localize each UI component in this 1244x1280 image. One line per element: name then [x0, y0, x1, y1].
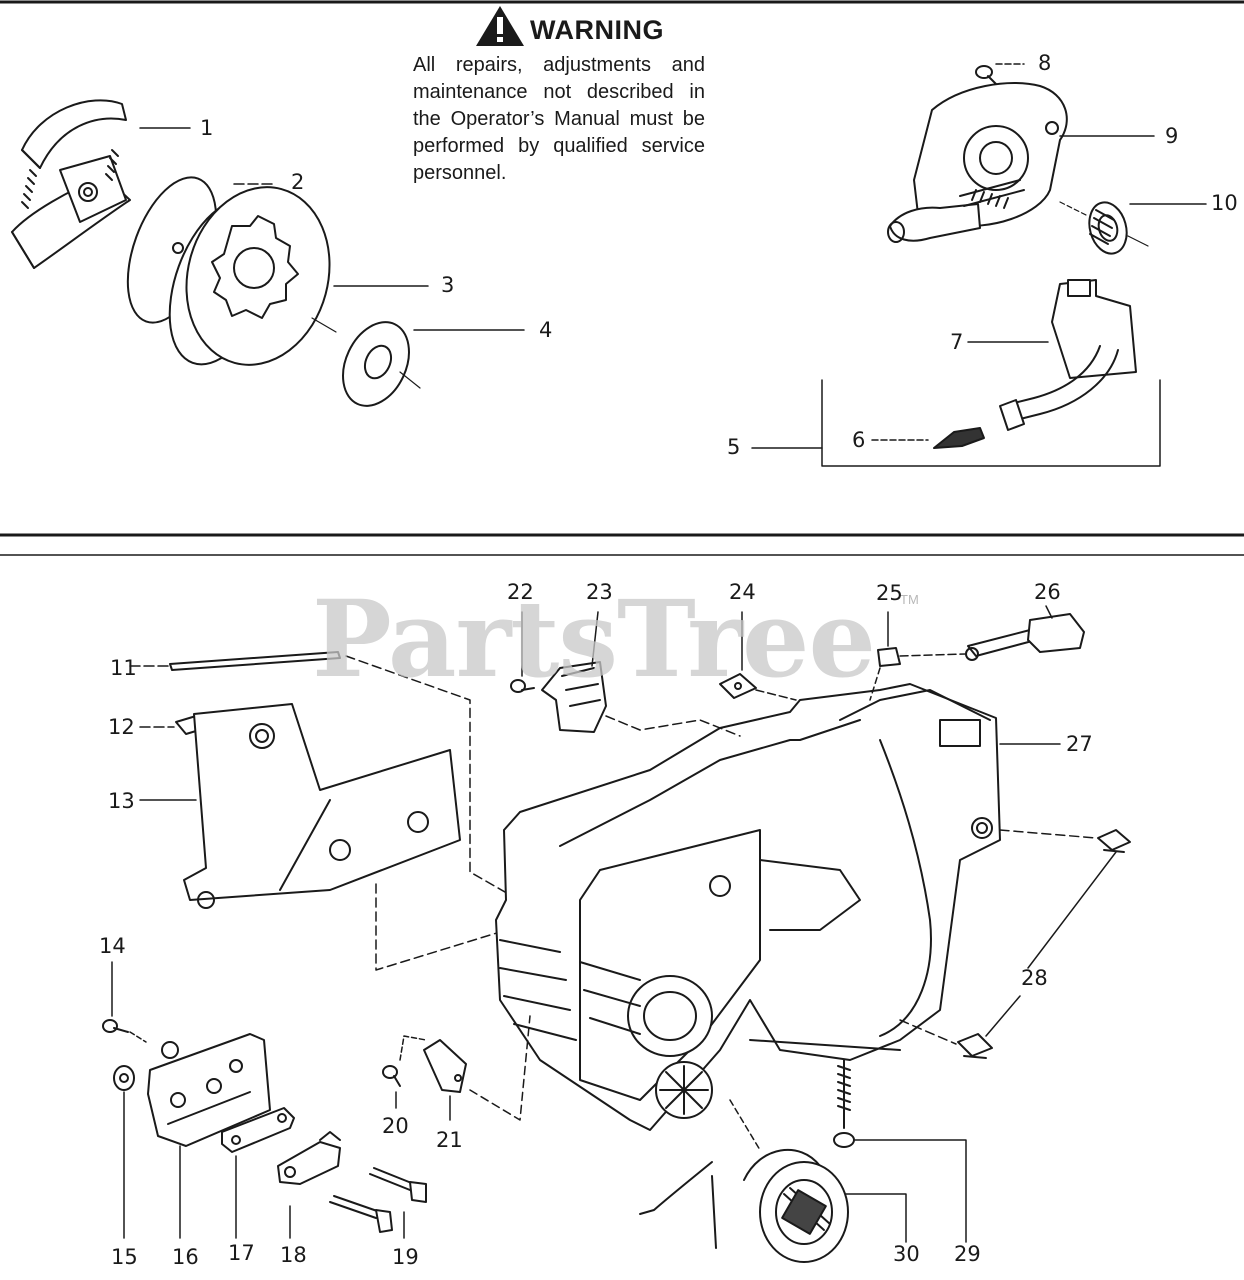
callout-2: 2 [291, 170, 305, 194]
callout-22: 22 [507, 580, 534, 604]
callout-16: 16 [172, 1245, 199, 1269]
callout-13: 13 [108, 789, 135, 813]
clip-nut-28-part [899, 829, 1131, 1059]
watermark: PartsTree [312, 576, 876, 701]
callout-27: 27 [1066, 732, 1093, 756]
screw-29-part [833, 1059, 967, 1243]
callout-6: 6 [852, 428, 866, 452]
callout-28: 28 [1021, 966, 1048, 990]
rod-part [129, 651, 513, 897]
callout-20: 20 [382, 1114, 409, 1138]
screw-8-part [975, 65, 999, 87]
callout-23: 23 [586, 580, 613, 604]
oil-filter-part [933, 427, 985, 449]
warning-text: All repairs, adjustments and maintenance… [413, 54, 705, 184]
callout-25: 25 [876, 581, 903, 605]
callout-26: 26 [1034, 580, 1061, 604]
callout-19: 19 [392, 1245, 419, 1269]
callout-10: 10 [1211, 191, 1238, 215]
fuel-cap-30-part [639, 1099, 907, 1263]
screw-20-part [382, 1035, 427, 1109]
oil-pump-part [887, 82, 1068, 243]
callout-30: 30 [893, 1242, 920, 1266]
side-plate-16-part [147, 1033, 271, 1239]
warning-triangle-icon [476, 6, 524, 46]
catcher-18-part [277, 1131, 341, 1239]
bumper-23-part [541, 611, 741, 737]
warning-title: WARNING [530, 14, 664, 45]
chain-guard-plate-part [139, 703, 501, 971]
watermark-tm: TM [900, 592, 919, 607]
callout-3: 3 [441, 273, 455, 297]
callout-18: 18 [280, 1243, 307, 1267]
bracket-5 [751, 379, 1161, 467]
callout-29: 29 [954, 1242, 981, 1266]
callout-7: 7 [950, 330, 964, 354]
worm-gear-part [1059, 201, 1149, 255]
callout-12: 12 [108, 715, 135, 739]
callout-8: 8 [1038, 51, 1052, 75]
crankcase-part [495, 683, 1001, 1131]
clip-nut-24-part [719, 611, 797, 701]
callout-9: 9 [1165, 124, 1179, 148]
clutch-drum-part [168, 186, 331, 366]
callout-1: 1 [200, 116, 214, 140]
screw-22-part [510, 611, 535, 693]
oil-pickup-part [999, 279, 1137, 431]
callout-24: 24 [729, 580, 756, 604]
bracket-26-part [965, 605, 1085, 661]
callout-11: 11 [110, 656, 137, 680]
callout-15: 15 [111, 1245, 138, 1269]
bolt-19-part [329, 1167, 427, 1239]
warning-heading: WARNING [530, 8, 664, 52]
callout-17: 17 [228, 1241, 255, 1265]
callout-4: 4 [539, 318, 553, 342]
callout-21: 21 [436, 1128, 463, 1152]
clip-nut-25-part [869, 611, 967, 701]
callout-14: 14 [99, 934, 126, 958]
clutch-shoes-part [11, 99, 131, 269]
washer-part [311, 317, 421, 407]
spike-21-part [423, 1015, 531, 1121]
plate-17-part [221, 1107, 295, 1239]
callout-5: 5 [727, 435, 741, 459]
nut-15-part [113, 1065, 135, 1239]
screw-14-part [102, 961, 147, 1043]
